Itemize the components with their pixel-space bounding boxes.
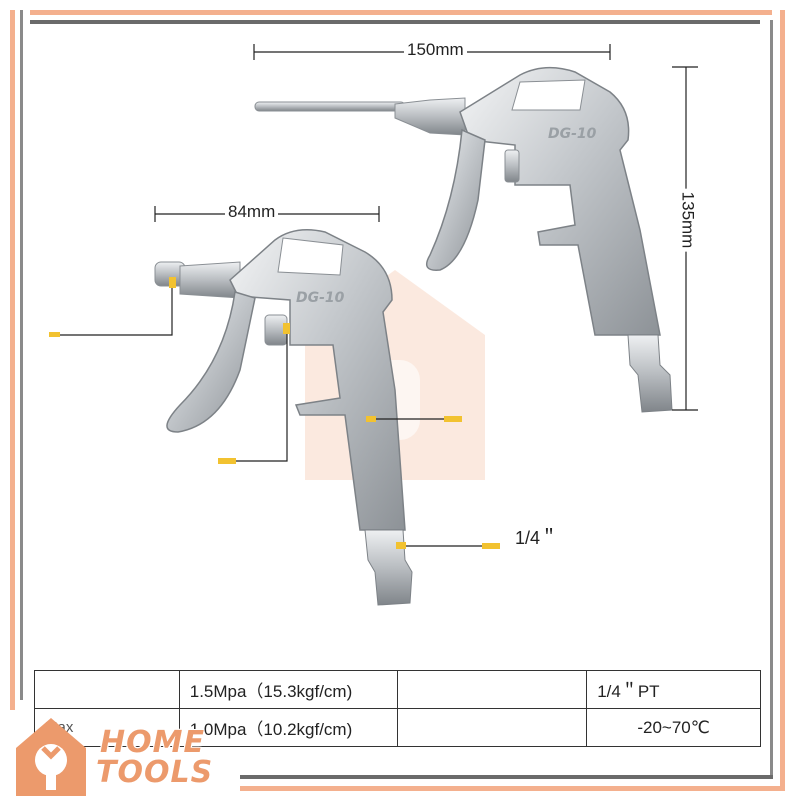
frame-right-gray — [770, 20, 773, 775]
frame-left-orange — [10, 10, 15, 710]
table-row: Max 1.0Mpa（10.2kgf/cm) -20~70℃ — [34, 708, 761, 747]
frame-left-gray — [20, 10, 23, 700]
dimension-label-large-height: 135mm — [677, 188, 698, 252]
frame-bottom-gray — [240, 775, 773, 779]
frame-bottom-orange — [240, 786, 785, 791]
table-cell — [396, 708, 588, 747]
svg-text:DG-10: DG-10 — [548, 126, 597, 142]
table-cell: -20~70℃ — [586, 708, 761, 747]
dimension-label-large-width: 150mm — [404, 40, 467, 60]
table-cell — [396, 670, 588, 709]
dimension-label-small-width: 84mm — [225, 202, 279, 222]
svg-text:DG-10: DG-10 — [296, 290, 345, 306]
frame-top-gray — [30, 20, 760, 24]
callout-label-fitting: 1/4＂ — [512, 528, 562, 548]
callout-markers — [49, 277, 500, 549]
brand-logo-line1: HOME — [100, 725, 205, 760]
brand-logo: HOME TOOLS — [96, 725, 213, 788]
table-cell: 1.0Mpa（10.2kgf/cm) — [178, 708, 398, 747]
table-cell: 1.5Mpa（15.3kgf/cm) — [178, 670, 398, 709]
callout-lines — [55, 282, 493, 547]
large-air-gun: DG-10 — [254, 66, 673, 413]
brand-logo-line2: TOOLS — [96, 755, 214, 790]
table-row: 1.5Mpa（15.3kgf/cm) 1/4＂PT — [34, 670, 761, 709]
brand-house-icon — [16, 718, 86, 796]
frame-right-orange — [780, 10, 785, 790]
spec-table: 1.5Mpa（15.3kgf/cm) 1/4＂PT Max 1.0Mpa（10.… — [34, 670, 761, 747]
table-cell — [34, 670, 180, 709]
frame-top-orange — [30, 10, 772, 15]
table-cell: 1/4＂PT — [586, 670, 761, 709]
small-air-gun: DG-10 — [154, 229, 413, 606]
